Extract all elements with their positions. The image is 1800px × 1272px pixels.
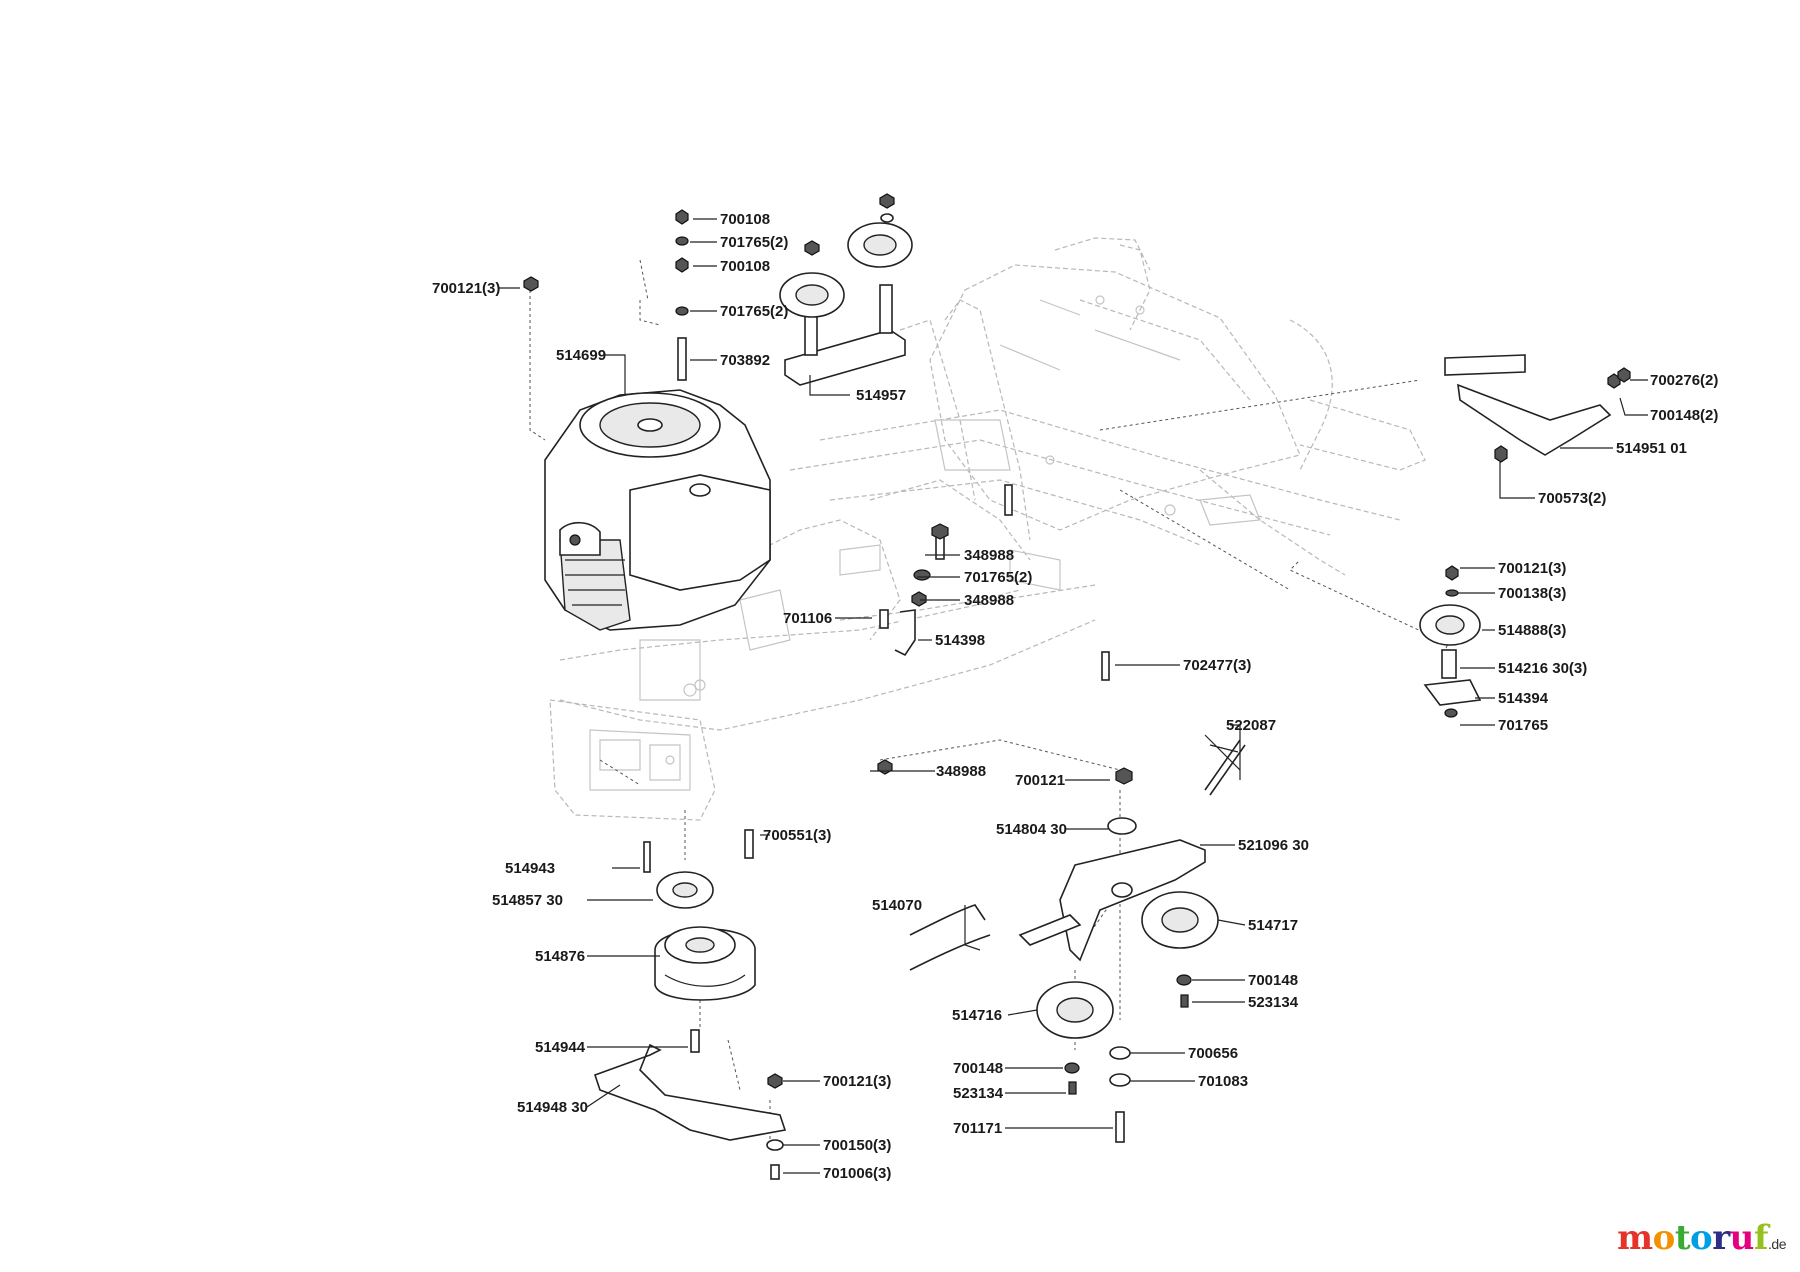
part-label-514699: 514699 bbox=[556, 347, 606, 364]
part-label-514216-30-3: 514216 30(3) bbox=[1498, 660, 1587, 677]
brand-letter-m: m bbox=[1617, 1218, 1653, 1258]
part-label-700148-b: 700148 bbox=[953, 1060, 1003, 1077]
part-label-514951-01: 514951 01 bbox=[1616, 440, 1687, 457]
rear-bracket bbox=[1444, 354, 1631, 463]
part-label-700138-3: 700138(3) bbox=[1498, 585, 1566, 602]
part-label-514944: 514944 bbox=[535, 1039, 586, 1056]
part-label-700121: 700121 bbox=[1015, 772, 1065, 789]
part-label-700150-3: 700150(3) bbox=[823, 1137, 891, 1154]
brand-letter-t: t bbox=[1674, 1218, 1691, 1258]
part-label-700121-3-c: 700121(3) bbox=[823, 1073, 891, 1090]
part-label-522087: 522087 bbox=[1226, 717, 1276, 734]
part-label-701765-2-a: 701765(2) bbox=[720, 234, 788, 251]
part-label-701106: 701106 bbox=[783, 610, 832, 627]
part-label-523134-a: 523134 bbox=[1248, 994, 1299, 1011]
part-label-514394: 514394 bbox=[1498, 690, 1549, 707]
part-label-701765-2-b: 701765(2) bbox=[720, 303, 788, 320]
part-label-348988-c: 348988 bbox=[936, 763, 986, 780]
part-label-700276-2: 700276(2) bbox=[1650, 372, 1718, 389]
part-label-700551-3: 700551(3) bbox=[763, 827, 831, 844]
engine bbox=[544, 389, 771, 631]
part-label-700108-b: 700108 bbox=[720, 258, 770, 275]
brand-letter-u: u bbox=[1729, 1218, 1755, 1258]
part-label-521096-30: 521096 30 bbox=[1238, 837, 1309, 854]
part-label-514398: 514398 bbox=[935, 632, 985, 649]
part-label-700148-2: 700148(2) bbox=[1650, 407, 1718, 424]
center-hardware bbox=[744, 484, 1110, 859]
part-label-348988-b: 348988 bbox=[964, 592, 1014, 609]
part-label-514716: 514716 bbox=[952, 1007, 1002, 1024]
idler-arm-assembly bbox=[909, 734, 1246, 1143]
part-labels: 700108 701765(2) 700108 701765(2) 703892… bbox=[432, 211, 1718, 1182]
brand-letter-o1: o bbox=[1652, 1218, 1676, 1258]
brand-letter-o2: o bbox=[1690, 1218, 1713, 1258]
part-label-523134-b: 523134 bbox=[953, 1085, 1004, 1102]
part-label-700656: 700656 bbox=[1188, 1045, 1238, 1062]
leader-lines bbox=[498, 218, 1648, 1174]
part-label-514857-30: 514857 30 bbox=[492, 892, 563, 909]
part-label-514957: 514957 bbox=[856, 387, 906, 404]
brand-letter-r: r bbox=[1712, 1218, 1730, 1258]
part-label-514948-30: 514948 30 bbox=[517, 1099, 588, 1116]
part-label-701006-3: 701006(3) bbox=[823, 1165, 891, 1182]
part-label-514070: 514070 bbox=[872, 897, 922, 914]
part-label-514717: 514717 bbox=[1248, 917, 1298, 934]
brand-logo: motoruf.de bbox=[1617, 1218, 1786, 1258]
chassis-frame bbox=[549, 237, 1426, 821]
part-label-700573-2: 700573(2) bbox=[1538, 490, 1606, 507]
part-label-700108-a: 700108 bbox=[720, 211, 770, 228]
part-label-701765: 701765 bbox=[1498, 717, 1548, 734]
brand-suffix: .de bbox=[1768, 1236, 1786, 1252]
part-label-700121-3-b: 700121(3) bbox=[1498, 560, 1566, 577]
part-label-701083: 701083 bbox=[1198, 1073, 1248, 1090]
idler-pulley-bracket bbox=[779, 193, 913, 386]
part-label-700148-a: 700148 bbox=[1248, 972, 1298, 989]
part-label-701765-2-c: 701765(2) bbox=[964, 569, 1032, 586]
part-label-514804-30: 514804 30 bbox=[996, 821, 1067, 838]
top-left-hardware bbox=[523, 209, 689, 381]
part-label-514876: 514876 bbox=[535, 948, 585, 965]
part-label-702477-3: 702477(3) bbox=[1183, 657, 1251, 674]
part-label-514943: 514943 bbox=[505, 860, 555, 877]
brand-letter-f: f bbox=[1753, 1218, 1769, 1258]
part-label-514888-3: 514888(3) bbox=[1498, 622, 1566, 639]
clutch-assembly bbox=[593, 841, 787, 1180]
right-pulley-group bbox=[1419, 565, 1482, 718]
part-label-703892: 703892 bbox=[720, 352, 770, 369]
part-label-700121-3-a: 700121(3) bbox=[432, 280, 500, 297]
part-label-701171: 701171 bbox=[953, 1120, 1002, 1137]
part-label-348988-a: 348988 bbox=[964, 547, 1014, 564]
